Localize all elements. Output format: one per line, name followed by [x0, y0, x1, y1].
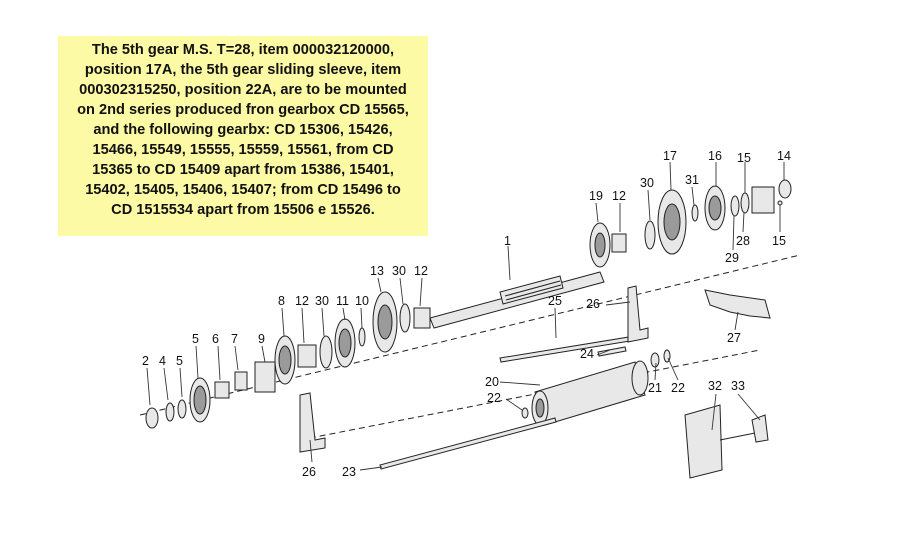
- left-gear-stack: [145, 291, 431, 429]
- callout-26-top: 26: [586, 297, 600, 311]
- note-line: 15402, 15405, 15406, 15407; from CD 1549…: [85, 182, 401, 198]
- main-shaft: [429, 271, 605, 329]
- note-line: and the following gearbx: CD 15306, 1542…: [93, 122, 393, 138]
- note-line: CD 1515534 apart from 15506 e 15526.: [111, 202, 375, 218]
- note-line: 15466, 15549, 15555, 15559, 15561, from …: [92, 142, 394, 158]
- callout-2: 2: [142, 354, 149, 368]
- note-line: The 5th gear M.S. T=28, item 00003212000…: [91, 42, 395, 58]
- callout-30-right: 30: [640, 176, 654, 190]
- note-line: on 2nd series produced fron gearbox CD 1…: [77, 102, 409, 118]
- callout-22-left: 22: [487, 391, 501, 405]
- fork-axis: [299, 349, 761, 441]
- callout-27: 27: [727, 331, 741, 345]
- callout-12-right: 12: [612, 189, 626, 203]
- callout-9: 9: [258, 332, 265, 346]
- callout-5: 5: [192, 332, 199, 346]
- right-gear-stack: [589, 179, 792, 268]
- mounting-note: The 5th gear M.S. T=28, item 00003212000…: [58, 36, 428, 236]
- callout-31: 31: [685, 173, 699, 187]
- callout-12-mid: 12: [414, 264, 428, 278]
- selector-assembly: [684, 404, 769, 479]
- callout-10: 10: [355, 294, 369, 308]
- note-line: 15365 to CD 15409 apart from 15386, 1540…: [92, 162, 394, 178]
- callout-24: 24: [580, 347, 594, 361]
- callout-32: 32: [708, 379, 722, 393]
- callout-20: 20: [485, 375, 499, 389]
- callout-19: 19: [589, 189, 603, 203]
- callout-17: 16: [708, 149, 722, 163]
- callouts: 1 2 5 4 5 6 7 8 9 10 11 12 30 13 30 12 1…: [142, 149, 791, 479]
- callout-33: 33: [731, 379, 745, 393]
- callout-26-bottom: 26: [302, 465, 316, 479]
- callout-3: 5: [176, 354, 183, 368]
- rods: [379, 335, 637, 470]
- callout-25: 25: [548, 294, 562, 308]
- callout-13: 13: [370, 264, 384, 278]
- callout-8: 8: [278, 294, 285, 308]
- callout-28: 28: [736, 234, 750, 248]
- note-line: position 17A, the 5th gear sliding sleev…: [84, 62, 402, 78]
- callout-15: 15: [772, 234, 786, 248]
- callout-30-mid: 30: [392, 264, 406, 278]
- callout-1: 1: [504, 234, 511, 248]
- callout-29: 29: [725, 251, 739, 265]
- callout-6: 6: [212, 332, 219, 346]
- callout-30-left: 30: [315, 294, 329, 308]
- main-axis: [139, 254, 801, 416]
- callout-14: 14: [777, 149, 791, 163]
- callout-12-left: 12: [295, 294, 309, 308]
- shift-forks: [299, 285, 771, 453]
- note-line: 000302315250, position 22A, are to be mo…: [79, 82, 407, 98]
- callout-23: 23: [342, 465, 356, 479]
- callout-7: 7: [231, 332, 238, 346]
- callout-11: 11: [336, 294, 349, 308]
- callout-16: 15: [737, 151, 751, 165]
- callout-4: 4: [159, 354, 166, 368]
- leaders: [146, 161, 785, 471]
- callout-22-right: 22: [671, 381, 685, 395]
- callout-18: 17: [663, 149, 677, 163]
- callout-21: 21: [648, 381, 662, 395]
